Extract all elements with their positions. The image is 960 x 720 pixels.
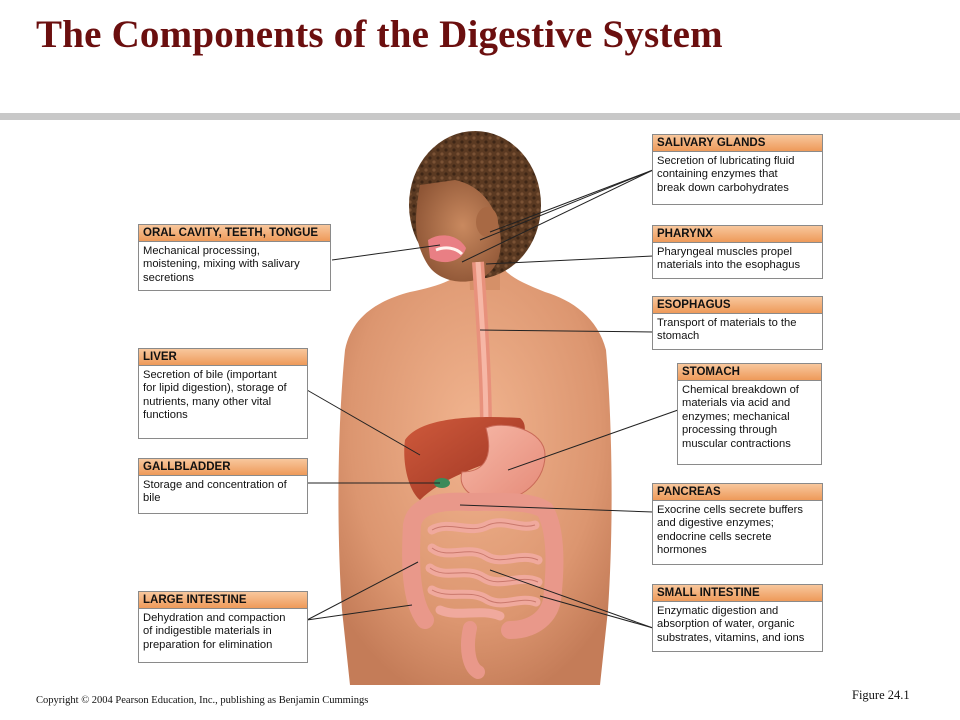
large-intestine-organ bbox=[402, 492, 564, 639]
pharynx-description: Pharyngeal muscles propel materials into… bbox=[657, 246, 801, 272]
stomach-label: STOMACH Chemical breakdown of materials … bbox=[677, 363, 822, 465]
liver-label: LIVER Secretion of bile (important for l… bbox=[138, 348, 308, 439]
head bbox=[409, 131, 541, 282]
esophagus-label: ESOPHAGUS Transport of materials to the … bbox=[652, 296, 823, 350]
stomach-description: Chemical breakdown of materials via acid… bbox=[682, 384, 799, 450]
esophagus-description: Transport of materials to the stomach bbox=[657, 317, 797, 343]
esophagus-heading: ESOPHAGUS bbox=[653, 297, 822, 314]
salivary-glands-heading: SALIVARY GLANDS bbox=[653, 135, 822, 152]
copyright-notice: Copyright © 2004 Pearson Education, Inc.… bbox=[36, 695, 369, 706]
gallbladder-description: Storage and concentration of bile bbox=[143, 479, 287, 505]
oral-cavity-description: Mechanical processing, moistening, mixin… bbox=[143, 245, 300, 284]
gallbladder-organ bbox=[434, 478, 450, 488]
salivary-glands-label: SALIVARY GLANDS Secretion of lubricating… bbox=[652, 134, 823, 205]
pharynx-label: PHARYNX Pharyngeal muscles propel materi… bbox=[652, 225, 823, 279]
small-intestine-label: SMALL INTESTINE Enzymatic digestion and … bbox=[652, 584, 823, 652]
salivary-glands-description: Secretion of lubricating fluid containin… bbox=[657, 155, 795, 194]
pancreas-heading: PANCREAS bbox=[653, 484, 822, 501]
pharynx-heading: PHARYNX bbox=[653, 226, 822, 243]
stomach-heading: STOMACH bbox=[678, 364, 821, 381]
liver-heading: LIVER bbox=[139, 349, 307, 366]
liver-description: Secretion of bile (important for lipid d… bbox=[143, 369, 287, 422]
large-intestine-heading: LARGE INTESTINE bbox=[139, 592, 307, 609]
title-divider bbox=[0, 113, 960, 120]
large-intestine-description: Dehydration and compaction of indigestib… bbox=[143, 612, 286, 651]
large-intestine-label: LARGE INTESTINE Dehydration and compacti… bbox=[138, 591, 308, 663]
gallbladder-label: GALLBLADDER Storage and concentration of… bbox=[138, 458, 308, 514]
oral-cavity-label: ORAL CAVITY, TEETH, TONGUE Mechanical pr… bbox=[138, 224, 331, 291]
figure-number: Figure 24.1 bbox=[852, 688, 910, 702]
pancreas-label: PANCREAS Exocrine cells secrete buffers … bbox=[652, 483, 823, 565]
gallbladder-heading: GALLBLADDER bbox=[139, 459, 307, 476]
oral-cavity-heading: ORAL CAVITY, TEETH, TONGUE bbox=[139, 225, 330, 242]
small-intestine-description: Enzymatic digestion and absorption of wa… bbox=[657, 605, 805, 644]
small-intestine-heading: SMALL INTESTINE bbox=[653, 585, 822, 602]
pancreas-description: Exocrine cells secrete buffers and diges… bbox=[657, 504, 803, 557]
page-title: The Components of the Digestive System bbox=[36, 13, 723, 56]
leader-lines bbox=[306, 169, 679, 629]
